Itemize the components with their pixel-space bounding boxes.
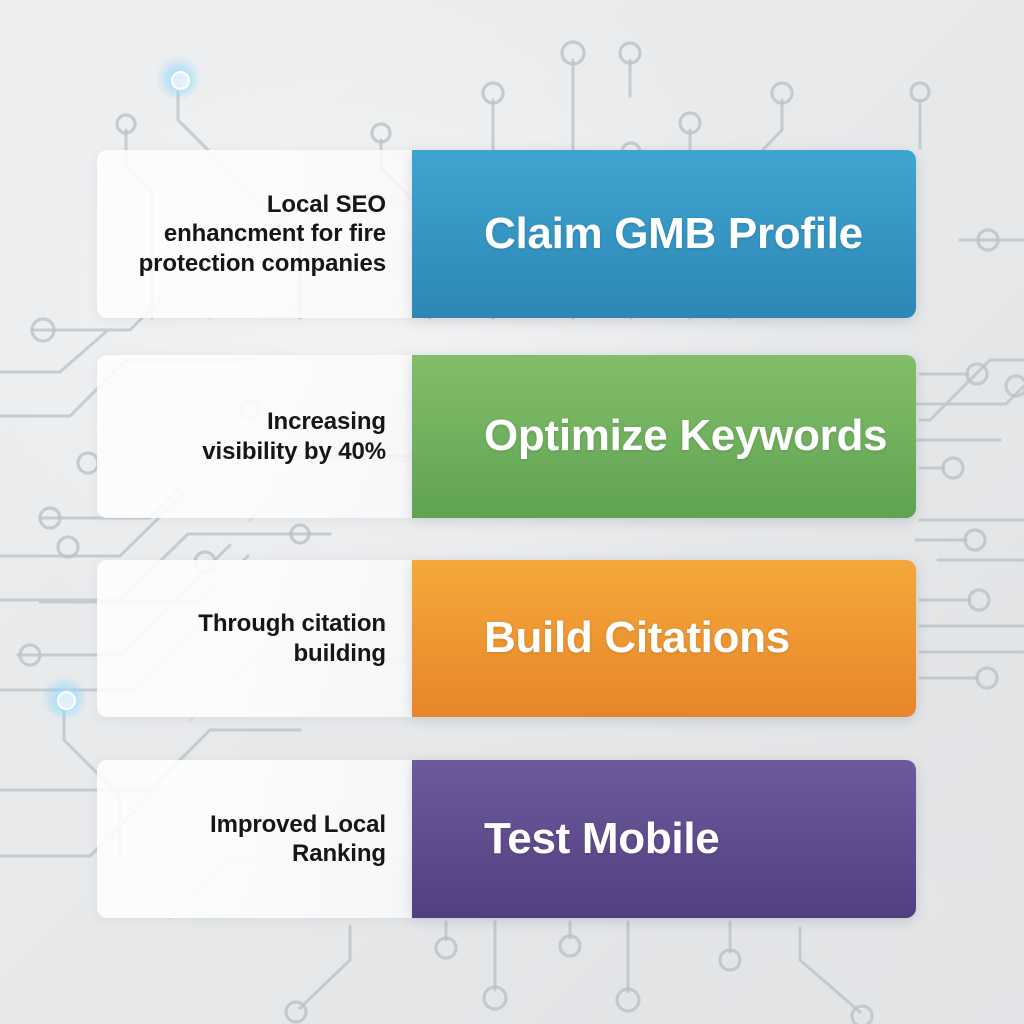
step-caption-panel-2: Increasing visibility by 40% bbox=[97, 355, 412, 518]
step-caption-panel-3: Through citation building bbox=[97, 560, 412, 717]
step-caption-2: Increasing visibility by 40% bbox=[202, 408, 386, 465]
glow-ring bbox=[170, 70, 190, 90]
step-label-block-2[interactable]: Optimize Keywords bbox=[412, 355, 916, 518]
glow-halo bbox=[155, 55, 201, 101]
step-caption-panel-1: Local SEO enhancment for fire protection… bbox=[97, 150, 412, 318]
step-row-2: Increasing visibility by 40% Optimize Ke… bbox=[97, 355, 916, 518]
step-caption-1: Local SEO enhancment for fire protection… bbox=[138, 191, 386, 277]
step-label-2: Optimize Keywords bbox=[484, 411, 888, 461]
step-label-block-4[interactable]: Test Mobile bbox=[412, 760, 916, 918]
step-row-1: Local SEO enhancment for fire protection… bbox=[97, 150, 916, 318]
glow-ring bbox=[56, 690, 76, 710]
step-caption-4: Improved Local Ranking bbox=[210, 810, 386, 867]
step-row-3: Through citation building Build Citation… bbox=[97, 560, 916, 717]
step-label-3: Build Citations bbox=[484, 613, 790, 663]
step-label-block-3[interactable]: Build Citations bbox=[412, 560, 916, 717]
step-label-1: Claim GMB Profile bbox=[484, 208, 863, 258]
step-row-4: Improved Local Ranking Test Mobile bbox=[97, 760, 916, 918]
step-caption-panel-4: Improved Local Ranking bbox=[97, 760, 412, 918]
step-caption-3: Through citation building bbox=[198, 610, 386, 667]
step-label-block-1[interactable]: Claim GMB Profile bbox=[412, 150, 916, 318]
glow-halo bbox=[41, 675, 87, 721]
step-label-4: Test Mobile bbox=[484, 813, 720, 863]
